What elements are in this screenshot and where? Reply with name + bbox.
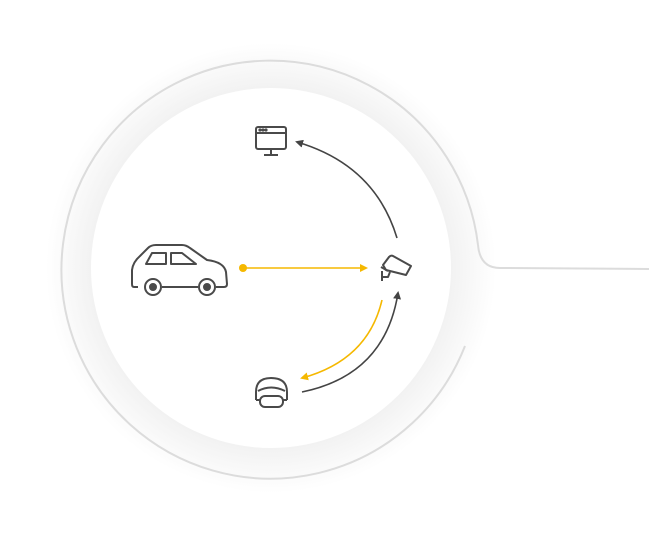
security-camera-icon [380,254,412,281]
edge-helmet-camera [301,291,402,393]
monitor-icon [255,126,287,156]
edge-camera-helmet [300,299,383,381]
outer-ring [60,59,479,480]
helmet-icon [255,377,288,408]
connector-line [477,244,649,270]
edge-camera-monitor [295,139,398,239]
edge-start-dot [239,264,247,272]
car-icon [131,244,228,296]
